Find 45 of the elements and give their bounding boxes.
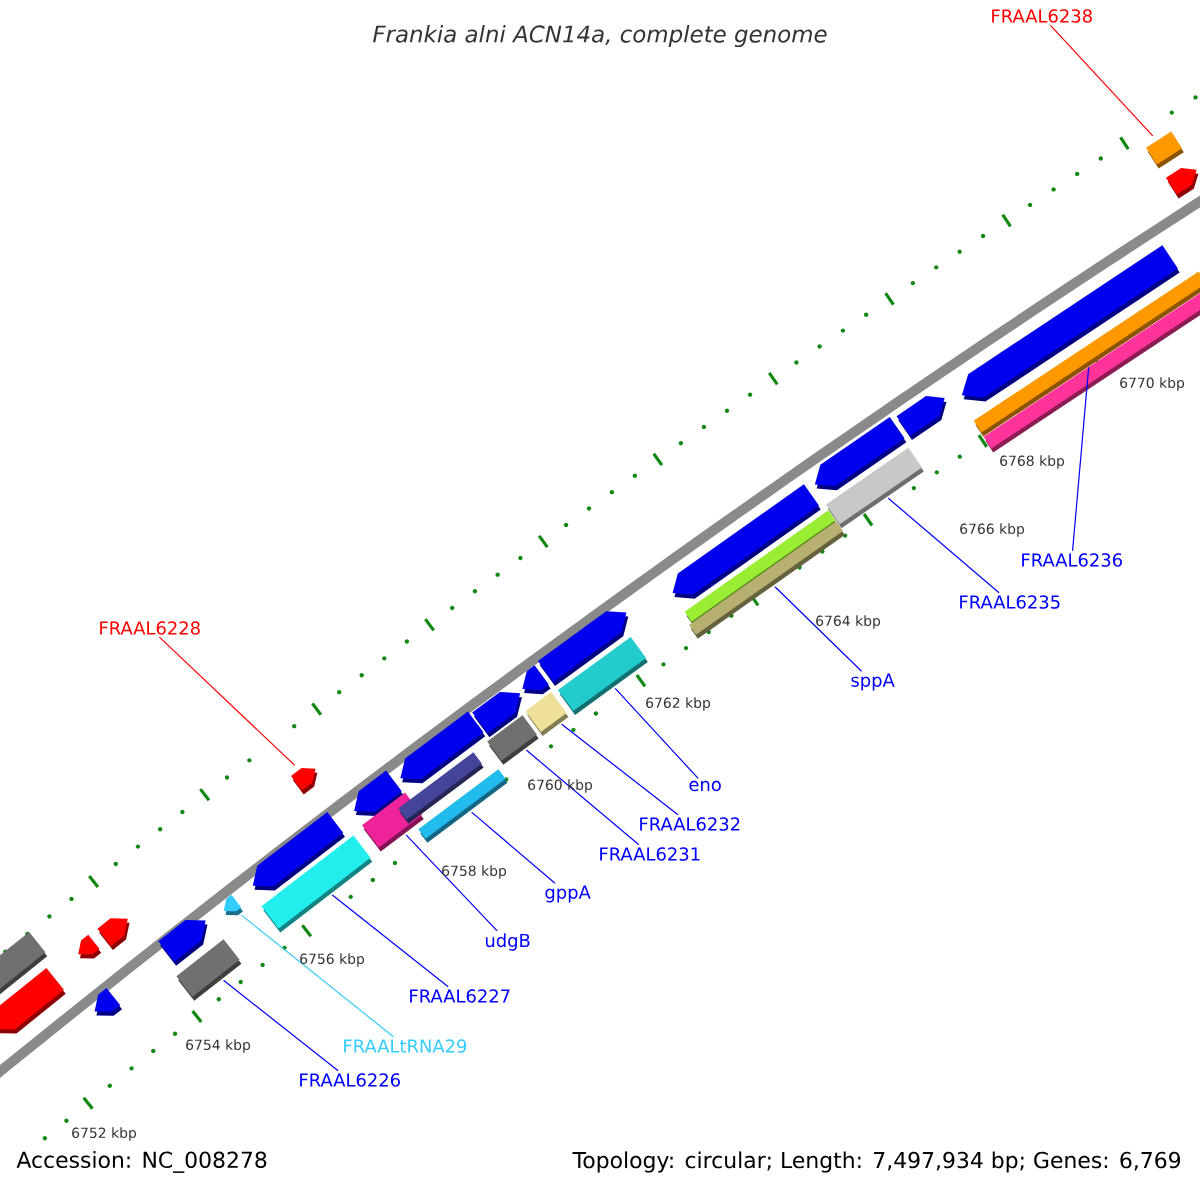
gene-block — [557, 637, 648, 715]
gene-block — [0, 968, 66, 1034]
leader-line — [331, 894, 449, 988]
leader-line — [774, 586, 863, 672]
gene-block — [223, 894, 244, 916]
accession-text: Accession: NC_008278 — [16, 1151, 267, 1173]
gene-block — [487, 715, 539, 765]
gene-label: sppA — [851, 673, 895, 691]
gene-label: FRAAL6228 — [100, 621, 200, 635]
leader-line — [1049, 24, 1154, 137]
leader-line — [525, 749, 640, 846]
gene-block — [1166, 167, 1199, 199]
gene-label: FRAALtRNA29 — [344, 1039, 467, 1053]
gene-label: gppA — [545, 885, 591, 903]
leader-line — [1072, 366, 1090, 552]
gene-block — [1146, 131, 1184, 169]
gene-block — [261, 835, 373, 933]
gene-block — [94, 987, 123, 1016]
gene-label: FRAAL6235 — [960, 595, 1060, 609]
gene-label: udgB — [485, 933, 530, 951]
gene-label: FRAAL6231 — [600, 847, 700, 861]
gene-block — [158, 920, 208, 966]
gene-block — [291, 768, 318, 795]
gene-block — [78, 934, 102, 959]
gene-block — [418, 769, 508, 843]
gene-block — [176, 939, 242, 1001]
leader-line — [405, 834, 498, 932]
gene-label: FRAAL6226 — [300, 1073, 400, 1087]
gene-label: FRAAL6232 — [640, 817, 740, 831]
gene-label: FRAAL6238 — [992, 9, 1092, 23]
genome-info-text: Topology: circular; Length: 7,497,934 bp; Genes: 6,769 — [572, 1151, 1181, 1173]
gene-block — [826, 447, 924, 529]
leader-line — [614, 687, 699, 780]
leader-line — [470, 811, 556, 884]
gene-block — [896, 396, 947, 440]
leader-line — [240, 914, 395, 1038]
gene-label: eno — [689, 780, 721, 792]
title: Frankia alni ACN14a, complete genome — [373, 24, 827, 48]
leader-line — [158, 636, 296, 766]
leader-line — [887, 497, 1000, 594]
gene-label: FRAAL6236 — [1022, 553, 1122, 567]
leader-line — [561, 723, 679, 816]
leader-line — [222, 979, 339, 1072]
gene-label: FRAAL6227 — [410, 989, 510, 1003]
gene-block — [525, 692, 569, 736]
